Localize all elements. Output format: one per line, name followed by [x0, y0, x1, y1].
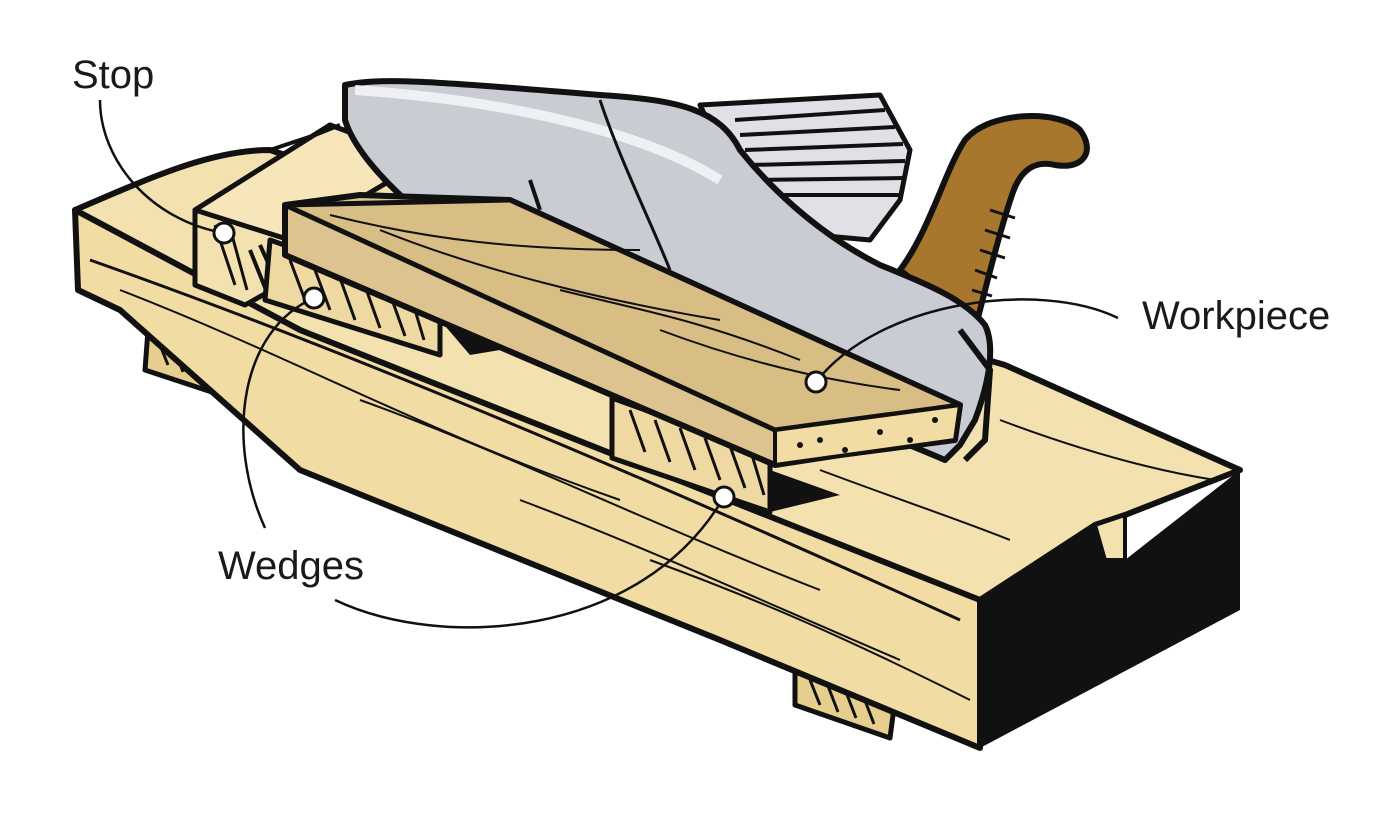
dot-workpiece	[804, 370, 828, 394]
leader-stop	[98, 99, 225, 235]
callout-dots	[212, 221, 828, 509]
callout-leaders	[98, 99, 1119, 629]
dot-wedge-right	[712, 485, 736, 509]
label-workpiece: Workpiece	[1142, 294, 1331, 338]
dot-wedge-left	[302, 286, 326, 310]
leader-wedges-left	[242, 296, 315, 529]
leader-workpiece	[815, 298, 1119, 383]
workpiece-board	[282, 192, 963, 468]
label-stop: Stop	[72, 53, 155, 97]
dot-stop	[212, 221, 236, 245]
label-wedges: Wedges	[218, 544, 365, 588]
leader-wedges-right	[334, 496, 726, 629]
